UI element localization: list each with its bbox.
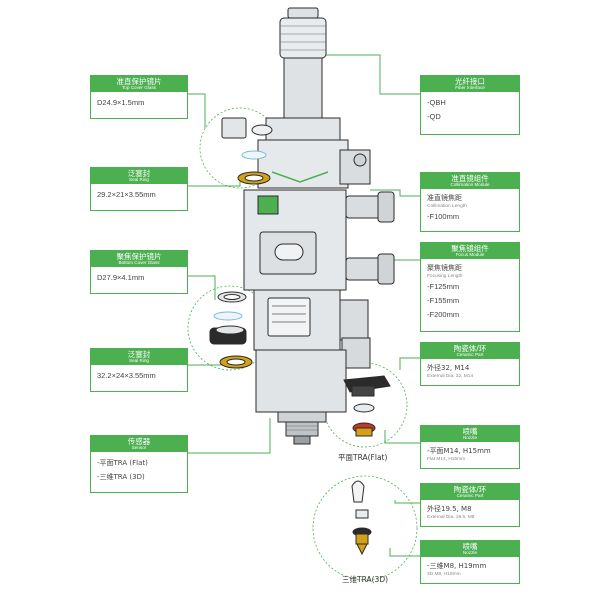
head-body	[243, 7, 395, 445]
collimation-length-title: 准直镜焦距	[427, 193, 462, 202]
spec-value: 29.2×21×3.55mm	[97, 189, 156, 199]
leader-lines	[188, 54, 420, 557]
nozzle-spec-en: Flat M14, H15mm	[427, 456, 466, 462]
sensor-option-3d: -三维TRA (3D)	[97, 472, 145, 481]
nozzle-spec-en: 3D M8, H19mm	[427, 571, 461, 577]
fiber-option-qbh: -QBH	[427, 97, 446, 107]
caption-flat-tra: 平面TRA(Flat)	[338, 453, 388, 462]
nozzle-spec: -三维M8, H19mm	[427, 561, 487, 570]
focus-option: -F200mm	[427, 309, 460, 319]
sensor-option-flat: -平面TRA (Flat)	[97, 458, 148, 467]
spec-value: 32.2×24×3.55mm	[97, 370, 156, 380]
3d-ceramic-nozzle-parts	[351, 480, 372, 556]
flat-ceramic-nozzle-parts	[343, 375, 391, 437]
ceramic-spec: 外径19.5, M8	[427, 504, 472, 513]
collimation-option: -F100mm	[427, 211, 460, 221]
3d-nozzle-group-circle	[312, 475, 418, 581]
bottom-cover-glass-parts	[209, 291, 253, 369]
caption-3d-tra: 三维TRA(3D)	[342, 575, 389, 584]
spec-value: D27.9×4.1mm	[97, 272, 145, 282]
focus-option: -F155mm	[427, 295, 460, 305]
focus-option: -F125mm	[427, 281, 460, 291]
ceramic-spec-en: External Dia. 19.5, M8	[427, 514, 475, 520]
nozzle-spec: -平面M14, H15mm	[427, 446, 491, 455]
spec-value: D24.9×1.5mm	[97, 97, 145, 107]
focusing-length-title: 聚焦镜焦距	[427, 263, 462, 272]
collimation-length-subtitle: Collimation Length	[427, 203, 467, 209]
focusing-length-subtitle: Focusing Length	[427, 273, 463, 279]
top-cover-glass-parts	[221, 117, 273, 185]
fiber-option-qd: -QD	[427, 111, 441, 121]
ceramic-spec-en: External Dia. 32, M14	[427, 373, 474, 379]
ceramic-spec: 外径32, M14	[427, 363, 470, 372]
